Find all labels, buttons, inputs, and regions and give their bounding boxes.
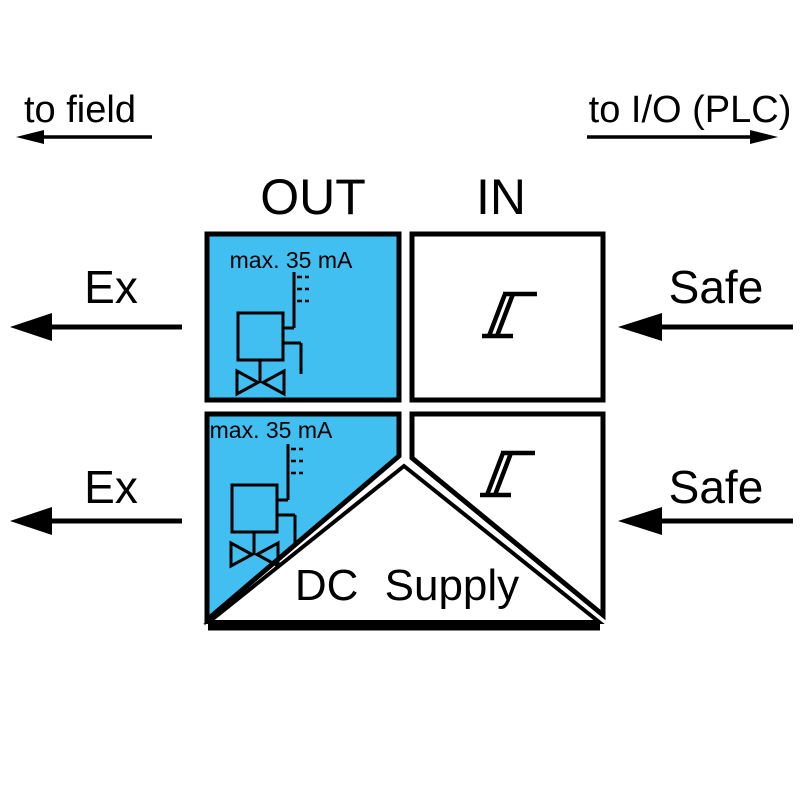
to-io-plc-label: to I/O (PLC) bbox=[589, 89, 792, 131]
in-channel-1-box bbox=[409, 231, 606, 403]
out-channel-2-box bbox=[204, 411, 402, 626]
left-arrow-icon bbox=[10, 507, 182, 535]
safe-label-1: Safe bbox=[669, 261, 764, 313]
max-current-note-2: max. 35 mA bbox=[210, 417, 333, 443]
left-arrow-icon bbox=[618, 507, 793, 535]
ex-label-1: Ex bbox=[84, 261, 138, 313]
dc-supply-label: DC Supply bbox=[295, 561, 519, 610]
max-current-note-1: max. 35 mA bbox=[230, 247, 353, 273]
dc-supply-triangle bbox=[203, 463, 605, 624]
in-column-label: IN bbox=[476, 169, 526, 225]
in-channel-2-box bbox=[409, 411, 606, 621]
to-field-label: to field bbox=[24, 89, 136, 131]
safe-label-2: Safe bbox=[669, 461, 764, 513]
left-arrow-icon bbox=[10, 313, 182, 341]
ex-label-2: Ex bbox=[84, 461, 138, 513]
left-arrow-icon bbox=[16, 130, 152, 144]
out-column-label: OUT bbox=[260, 169, 366, 225]
right-arrow-icon bbox=[587, 130, 778, 144]
left-arrow-icon bbox=[618, 313, 793, 341]
